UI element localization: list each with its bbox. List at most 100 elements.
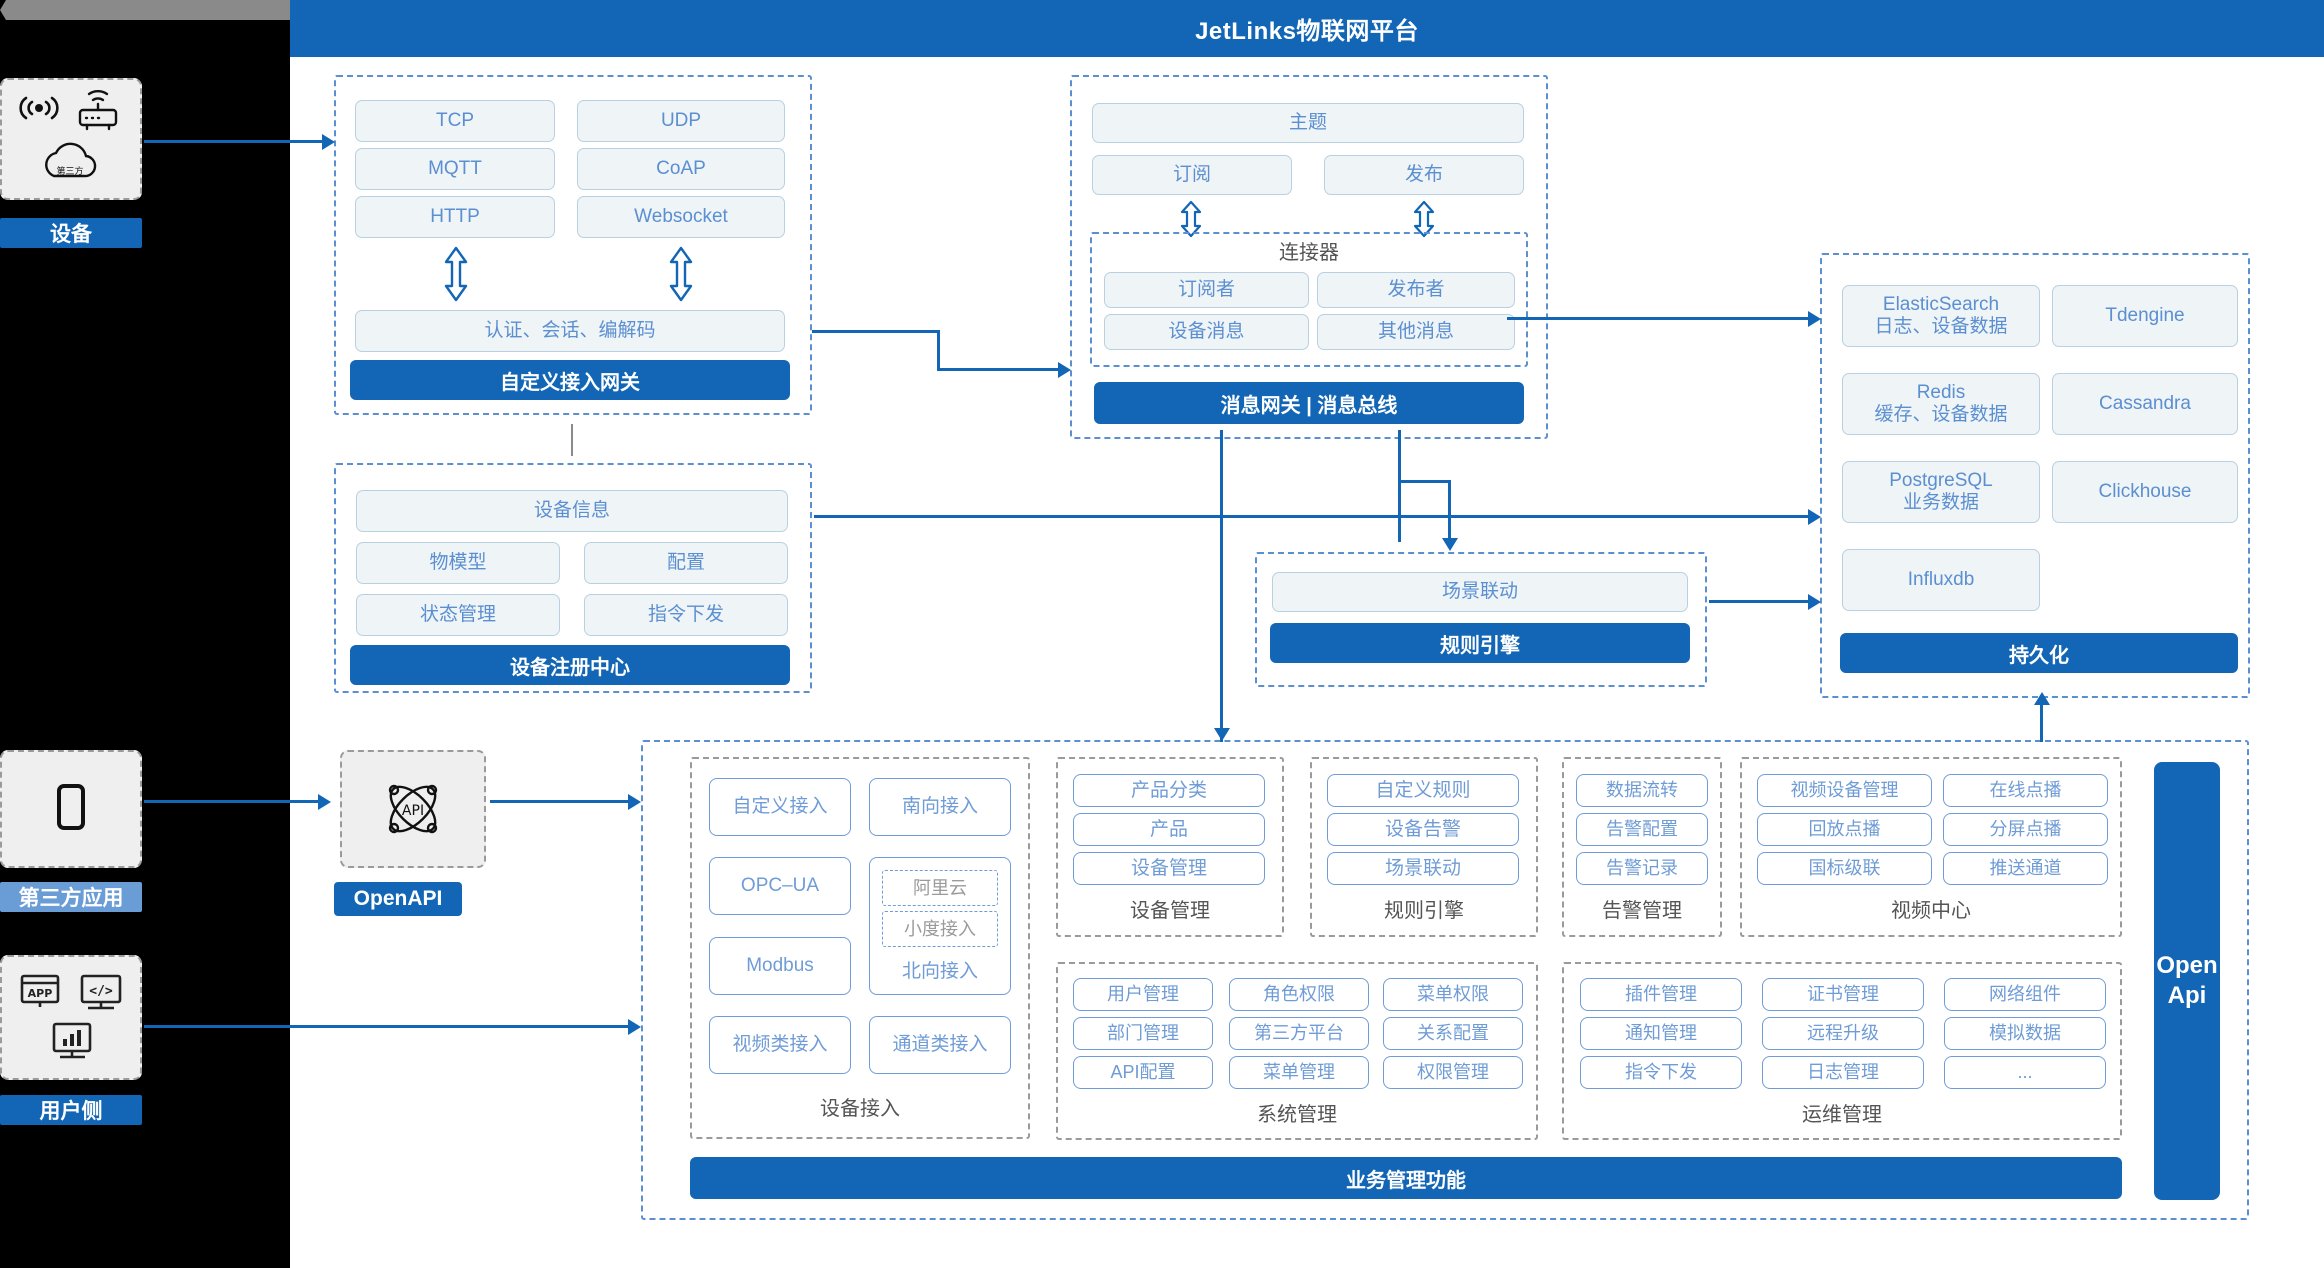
line-openapi-to-business	[490, 800, 632, 803]
system-chip-permission-management[interactable]: 权限管理	[1383, 1056, 1523, 1089]
alarm-chip-data-flow[interactable]: 数据流转	[1576, 774, 1708, 807]
rule-engine-footer: 规则引擎	[1270, 623, 1690, 663]
rule-chip-device-alarm[interactable]: 设备告警	[1327, 813, 1519, 846]
business-group-rule-engine	[1310, 757, 1538, 937]
alarm-chip-alarm-record[interactable]: 告警记录	[1576, 852, 1708, 885]
connector-chip-publisher[interactable]: 发布者	[1317, 272, 1515, 308]
code-glyph: </>	[89, 984, 113, 999]
protocol-chip-websocket[interactable]: Websocket	[577, 196, 785, 238]
mobile-phone-icon	[57, 784, 85, 830]
persistence-chip-redis[interactable]: Redis 缓存、设备数据	[1842, 373, 2040, 435]
video-chip-online-play[interactable]: 在线点播	[1943, 774, 2108, 807]
system-chip-third-party-platform[interactable]: 第三方平台	[1229, 1017, 1369, 1050]
video-chip-device-management[interactable]: 视频设备管理	[1757, 774, 1932, 807]
openapi-sidebar[interactable]: Open Api	[2154, 762, 2220, 1200]
left-rail-device-card: 第三方	[0, 78, 142, 200]
system-chip-dept-management[interactable]: 部门管理	[1073, 1017, 1213, 1050]
device-access-chip-southbound[interactable]: 南向接入	[869, 778, 1011, 836]
left-rail-user-side-card: APP </>	[0, 955, 142, 1080]
message-chip-publish[interactable]: 发布	[1324, 155, 1524, 195]
system-chip-menu-management[interactable]: 菜单管理	[1229, 1056, 1369, 1089]
device-registry-chip-info[interactable]: 设备信息	[356, 490, 788, 532]
persistence-chip-tdengine[interactable]: Tdengine	[2052, 285, 2238, 347]
device-mgmt-chip-product[interactable]: 产品	[1073, 813, 1265, 846]
connector-chip-other-message[interactable]: 其他消息	[1317, 314, 1515, 350]
system-chip-relation-config[interactable]: 关系配置	[1383, 1017, 1523, 1050]
device-access-northbound-box	[869, 857, 1011, 995]
connector-gateway-registry	[571, 424, 573, 456]
connector-chip-subscriber[interactable]: 订阅者	[1104, 272, 1309, 308]
device-registry-chip-state[interactable]: 状态管理	[356, 594, 560, 636]
ops-chip-network-component[interactable]: 网络组件	[1944, 978, 2106, 1011]
access-gateway-middle-chip[interactable]: 认证、会话、编解码	[355, 310, 785, 352]
message-chip-subscribe[interactable]: 订阅	[1092, 155, 1292, 195]
system-chip-api-config[interactable]: API配置	[1073, 1056, 1213, 1089]
rule-chip-custom-rule[interactable]: 自定义规则	[1327, 774, 1519, 807]
ops-chip-log-management[interactable]: 日志管理	[1762, 1056, 1924, 1089]
system-chip-role-permission[interactable]: 角色权限	[1229, 978, 1369, 1011]
device-access-chip-aliyun[interactable]: 阿里云	[882, 870, 998, 906]
device-registry-chip-config[interactable]: 配置	[584, 542, 788, 584]
video-chip-split-screen[interactable]: 分屏点播	[1943, 813, 2108, 846]
protocol-chip-tcp[interactable]: TCP	[355, 100, 555, 142]
device-access-chip-custom[interactable]: 自定义接入	[709, 778, 851, 836]
left-rail-third-party-app-card	[0, 750, 142, 868]
business-group-label-alarm-management: 告警管理	[1602, 899, 1682, 922]
signal-wave-dot	[35, 104, 43, 112]
line-rule-to-persistence	[1709, 600, 1812, 603]
arrow-business-to-persistence	[2034, 692, 2050, 705]
persistence-chip-cassandra[interactable]: Cassandra	[2052, 373, 2238, 435]
ops-chip-remote-upgrade[interactable]: 远程升级	[1762, 1017, 1924, 1050]
ops-chip-notice-management[interactable]: 通知管理	[1580, 1017, 1742, 1050]
router-icon	[78, 90, 118, 131]
device-access-northbound-label: 北向接入	[901, 960, 978, 982]
ops-chip-more[interactable]: ...	[1944, 1056, 2106, 1089]
rule-engine-group	[1255, 552, 1707, 687]
dashboard-chart-icon	[52, 1022, 92, 1058]
persistence-footer: 持久化	[1840, 633, 2238, 673]
ops-chip-plugin-management[interactable]: 插件管理	[1580, 978, 1742, 1011]
persistence-chip-clickhouse[interactable]: Clickhouse	[2052, 461, 2238, 523]
device-access-chip-xiaodu[interactable]: 小度接入	[882, 911, 998, 947]
connector-chip-device-message[interactable]: 设备消息	[1104, 314, 1309, 350]
system-chip-menu-permission[interactable]: 菜单权限	[1383, 978, 1523, 1011]
rule-engine-chip-scene[interactable]: 场景联动	[1272, 572, 1688, 612]
persistence-chip-influxdb[interactable]: Influxdb	[1842, 549, 2040, 611]
device-access-chip-modbus[interactable]: Modbus	[709, 937, 851, 995]
video-chip-playback[interactable]: 回放点播	[1757, 813, 1932, 846]
video-chip-push-channel[interactable]: 推送通道	[1943, 852, 2108, 885]
message-gateway-footer: 消息网关 | 消息总线	[1094, 382, 1524, 424]
arrow-rule-to-persistence	[1808, 594, 1821, 610]
business-group-ops-management	[1562, 962, 2122, 1140]
protocol-chip-udp[interactable]: UDP	[577, 100, 785, 142]
line-registry-to-persistence	[814, 515, 1812, 518]
video-chip-gb-cascade[interactable]: 国标级联	[1757, 852, 1932, 885]
openapi-node-card[interactable]: API	[340, 750, 486, 868]
app-store-label: APP	[28, 987, 53, 1000]
device-registry-chip-thingmodel[interactable]: 物模型	[356, 542, 560, 584]
protocol-chip-coap[interactable]: CoAP	[577, 148, 785, 190]
persistence-chip-postgresql[interactable]: PostgreSQL 业务数据	[1842, 461, 2040, 523]
app-store-icon	[20, 974, 60, 1007]
device-access-chip-opcua[interactable]: OPC–UA	[709, 857, 851, 915]
system-chip-user-management[interactable]: 用户管理	[1073, 978, 1213, 1011]
business-footer: 业务管理功能	[690, 1157, 2122, 1199]
device-mgmt-chip-product-category[interactable]: 产品分类	[1073, 774, 1265, 807]
ops-chip-simulated-data[interactable]: 模拟数据	[1944, 1017, 2106, 1050]
arrow-thirdparty-to-openapi	[318, 794, 331, 810]
line-gateway-to-msg-c	[937, 368, 1061, 371]
message-chip-topic[interactable]: 主题	[1092, 103, 1524, 143]
ops-chip-cert-management[interactable]: 证书管理	[1762, 978, 1924, 1011]
device-registry-chip-command[interactable]: 指令下发	[584, 594, 788, 636]
device-mgmt-chip-device-management[interactable]: 设备管理	[1073, 852, 1265, 885]
api-glyph: API	[402, 803, 424, 819]
rule-chip-scene-linkage[interactable]: 场景联动	[1327, 852, 1519, 885]
protocol-chip-http[interactable]: HTTP	[355, 196, 555, 238]
ops-chip-command-issue[interactable]: 指令下发	[1580, 1056, 1742, 1089]
device-access-chip-video[interactable]: 视频类接入	[709, 1016, 851, 1074]
protocol-chip-mqtt[interactable]: MQTT	[355, 148, 555, 190]
persistence-chip-elasticsearch[interactable]: ElasticSearch 日志、设备数据	[1842, 285, 2040, 347]
device-access-chip-channel[interactable]: 通道类接入	[869, 1016, 1011, 1074]
alarm-chip-alarm-config[interactable]: 告警配置	[1576, 813, 1708, 846]
device-icons-group: 第三方	[19, 90, 118, 178]
